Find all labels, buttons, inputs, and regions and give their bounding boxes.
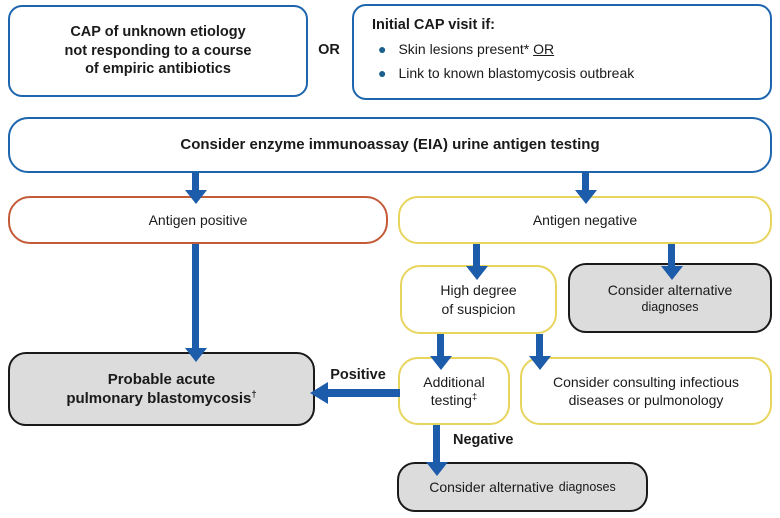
or-connector-label: OR [318, 42, 340, 58]
node-text-line: diagnoses [641, 299, 699, 314]
node-text-line: pulmonary blastomycosis† [66, 389, 257, 407]
node-text-line: not responding to a course [64, 42, 252, 59]
node-text: Antigen positive [148, 211, 248, 228]
arrowhead-down-icon [185, 190, 207, 204]
arrowhead-down-icon [430, 356, 452, 370]
node-text-line: CAP of unknown etiology [70, 23, 246, 40]
arrow-antigen-positive-to-probable [192, 244, 199, 349]
arrow-banner-to-antigen-negative [582, 172, 589, 191]
arrowhead-down-icon [661, 266, 683, 280]
bullet-text: Skin lesions present* [398, 40, 534, 57]
node-text-line: Consider consulting infectious [553, 373, 739, 390]
arrow-high-degree-to-consulting [536, 334, 543, 357]
bullet-outbreak-link: ● Link to known blastomycosis outbreak [372, 63, 634, 83]
arrow-additional-testing-to-alternative [433, 425, 440, 463]
arrowhead-down-icon [426, 462, 448, 476]
node-text: diagnoses [558, 479, 616, 494]
node-antigen-positive: Antigen positive [8, 196, 388, 244]
arrowhead-left-icon [310, 382, 328, 404]
node-additional-testing: Additional testing‡ [398, 357, 510, 425]
arrow-negative-to-alternative-diagnoses [668, 244, 675, 267]
bullet-text: Link to known blastomycosis outbreak [398, 65, 635, 82]
node-cap-unknown-etiology: CAP of unknown etiology not responding t… [8, 5, 308, 97]
node-text-line: Additional [423, 373, 485, 390]
node-antigen-negative: Antigen negative [398, 196, 772, 244]
arrowhead-down-icon [185, 348, 207, 362]
negative-flow-label: Negative [453, 432, 514, 448]
arrow-negative-to-high-degree [473, 244, 480, 267]
node-eia-urine-antigen-testing: Consider enzyme immunoassay (EIA) urine … [8, 117, 772, 173]
positive-flow-label: Positive [330, 367, 386, 383]
banner-text: Consider enzyme immunoassay (EIA) urine … [180, 136, 600, 154]
arrowhead-down-icon [529, 356, 551, 370]
bullet-dot-icon: ● [378, 65, 387, 82]
node-text: Consider alternative [429, 478, 554, 495]
arrow-high-degree-to-additional-testing [437, 334, 444, 357]
node-text-line: of empiric antibiotics [85, 61, 231, 78]
node-initial-cap-title: Initial CAP visit if: [372, 17, 496, 33]
node-probable-acute-pulmonary-blastomycosis: Probable acute pulmonary blastomycosis† [8, 352, 315, 426]
arrow-additional-testing-to-probable [328, 389, 400, 397]
node-text-line: of suspicion [441, 300, 516, 317]
node-text-line: testing‡ [430, 391, 478, 408]
bullet-dot-icon: ● [378, 40, 387, 57]
bullet-or-underlined: OR [533, 40, 555, 57]
bullet-skin-lesions: ● Skin lesions present* OR [372, 39, 554, 59]
node-text-line: diseases or pulmonology [568, 392, 724, 408]
node-text-line: Consider alternative [607, 281, 733, 298]
dagger-footnote-mark: † [251, 389, 257, 400]
node-consider-consulting: Consider consulting infectious diseases … [520, 357, 772, 425]
node-text: Antigen negative [532, 211, 638, 228]
double-dagger-footnote-mark: ‡ [471, 391, 478, 403]
node-text-line: High degree [440, 282, 517, 299]
arrowhead-down-icon [466, 266, 488, 280]
arrow-banner-to-antigen-positive [192, 172, 199, 191]
node-text-line: Probable acute [107, 370, 216, 388]
arrowhead-down-icon [575, 190, 597, 204]
node-initial-cap-visit: Initial CAP visit if: ● Skin lesions pre… [352, 4, 772, 100]
